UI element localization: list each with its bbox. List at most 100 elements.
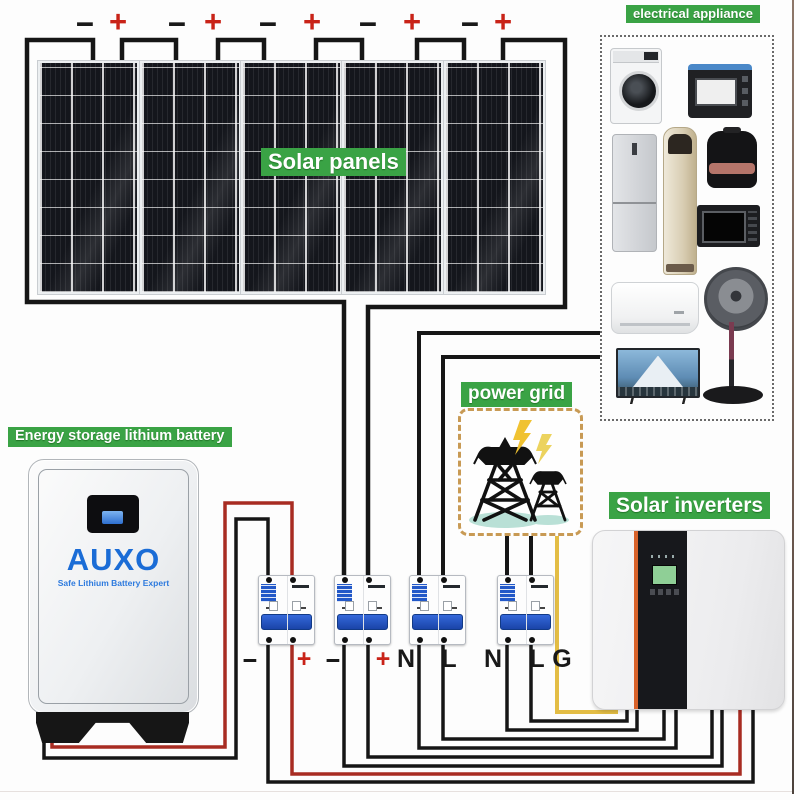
battery-screen [102,511,123,524]
panel-terminal-plus: + [493,4,513,39]
stand-fan-icon [704,267,768,331]
tv-mountain-image [632,355,684,388]
rice-cooker-icon [707,127,757,188]
pylon-small-arms [529,471,567,485]
microwave-window [702,211,746,243]
wallac-led [674,310,684,314]
wire-panel-link-1 [119,37,179,66]
panel-terminal-plus: + [302,4,322,39]
inverter-buttons [650,589,680,595]
wire-battery-positive [50,501,294,749]
inverter-accent-stripe [634,531,638,709]
wire-batt-minus-out [266,642,755,784]
inverter-lcd-screen [652,565,677,585]
image-right-border [792,0,794,794]
fan-base [703,386,763,404]
tv-city-strip [618,387,698,396]
lightning-icon [513,420,532,455]
wall-air-conditioner-icon [611,282,699,334]
appliance-box [600,35,774,421]
wire-appliance-n [417,331,600,578]
battery-brand: AUXO [66,542,161,577]
refrigerator-icon [612,134,657,252]
battery-display [87,495,139,533]
television-icon [616,348,700,398]
solar-panels-label: Solar panels [261,148,406,177]
breaker-terminal-plus: + [296,645,312,673]
toaster-oven-icon [688,64,752,118]
breaker-terminal-n: N [483,645,503,673]
microwave-controls [748,211,757,241]
breaker-terminal-minus: - [241,645,259,673]
washer-display [644,52,658,60]
wire-load-l-out [441,642,666,741]
wire-load-n-out [417,642,678,750]
lightning-icon [536,434,552,464]
wire-panel-link-4 [414,37,467,66]
battery-panel-outline [38,469,189,704]
cooker-band [709,163,755,174]
wire-pv-positive [365,37,568,578]
wire-grid-n-out [505,642,639,732]
ac-base [666,264,694,272]
solar-panel-4 [341,60,444,295]
fan-pole [729,322,734,390]
circuit-breaker-grid [497,575,554,645]
wire-pv-plus-out [366,642,714,759]
circuit-breaker-load [409,575,466,645]
oven-knobs [742,76,748,106]
inverter-front-stripe [638,531,687,709]
battery-tagline: Safe Lithium Battery Expert [57,578,170,588]
panel-terminal-plus: + [203,4,223,39]
solar-inverters-label: Solar inverters [609,492,771,520]
circuit-breaker-battery [258,575,315,645]
panel-terminal-minus: - [357,4,379,39]
electrical-appliance-label: electrical appliance [626,5,760,24]
power-grid-label: power grid [461,382,573,407]
breaker-terminal-g: G [552,645,572,673]
cooker-handle [723,127,741,133]
microwave-icon [697,205,760,247]
fridge-door-split [613,202,656,205]
tower-shadow [527,515,569,525]
panel-terminal-plus: + [402,4,422,39]
pylon-large-arms [473,436,537,465]
wire-panel-link-2 [215,37,267,66]
wire-panel-link-3 [313,37,365,66]
wire-batt-plus-out [290,642,742,776]
circuit-breaker-pv [334,575,391,645]
battery-label: Energy storage lithium battery [8,427,232,447]
energy-storage-battery: AUXO Safe Lithium Battery Expert [28,459,199,714]
wire-pv-minus-out [342,642,724,768]
breaker-terminal-plus: + [375,645,391,673]
wallac-vent [620,323,690,326]
transmission-towers [469,420,569,528]
panel-terminal-minus: - [459,4,481,39]
solar-panel-2 [139,60,242,295]
wire-battery-negative [42,517,270,760]
fridge-handle [632,143,638,155]
wire-grid-l-out [529,642,629,723]
panel-terminal-plus: + [108,4,128,39]
inverter-indicator-lights [651,555,677,558]
ac-vent [668,134,692,154]
panel-terminal-minus: - [257,4,279,39]
breaker-terminal-l: L [529,645,545,673]
solar-panel-5 [443,60,546,295]
breaker-terminal-l: L [441,645,457,673]
tv-stand [628,397,688,404]
breaker-terminal-n: N [396,645,416,673]
floor-air-conditioner-icon [663,127,697,275]
breaker-terminal-minus: - [324,645,342,673]
image-bottom-border [0,791,792,792]
washer-door [619,71,659,111]
solar-inverter [592,530,785,710]
wire-pv-negative [24,37,347,578]
tv-screen [618,350,698,396]
panel-terminal-minus: - [74,4,96,39]
pylon-small-icon [529,476,567,522]
pylon-large-icon [473,454,537,522]
solar-panel-3 [240,60,343,295]
tower-shadow [469,512,541,528]
